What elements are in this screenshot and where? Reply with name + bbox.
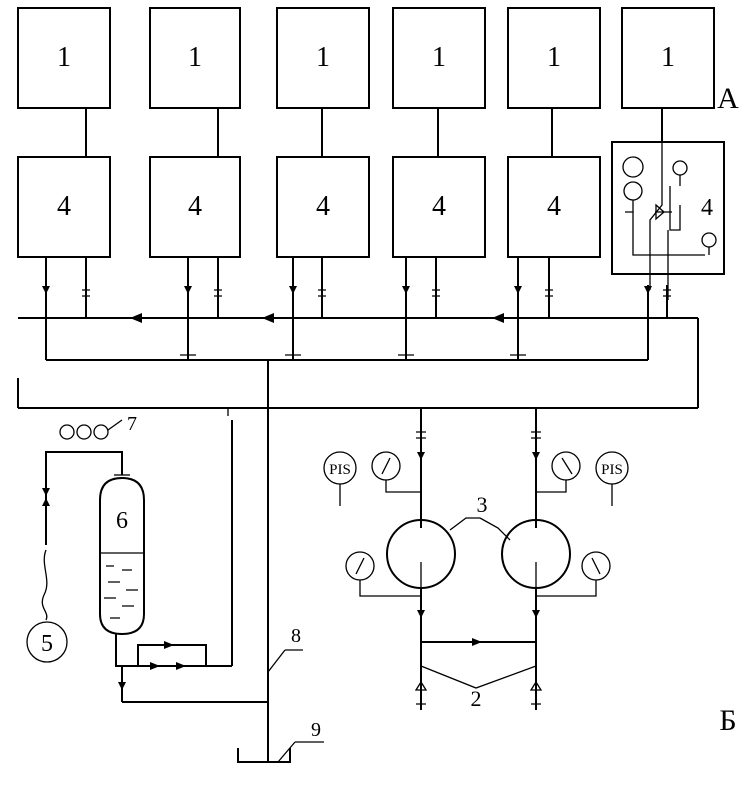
cabinet-box-2 [149, 156, 241, 258]
section-label-b: Б [719, 704, 736, 737]
cabinet-label-detailed: 4 [701, 195, 713, 221]
bottle-label-6: 1 [661, 42, 675, 73]
collector-pipes [17, 258, 699, 416]
gauge-group-label: 7 [127, 413, 137, 435]
bottle-box-1 [17, 7, 111, 109]
cabinet-label-1: 4 [57, 191, 71, 222]
cabinet-label-5: 4 [547, 191, 561, 222]
cabinet-label-3: 4 [316, 191, 330, 222]
bottle-label-3: 1 [316, 42, 330, 73]
check-valve-icon [655, 203, 665, 221]
cabinet-label-4: 4 [432, 191, 446, 222]
cabinet-label-2: 4 [188, 191, 202, 222]
cabinet-box-4 [392, 156, 486, 258]
compressor-section: 3 PIS PIS 2 [323, 408, 629, 711]
bottle-cabinet-connectors [85, 108, 663, 157]
cabinet-box-5 [507, 156, 601, 258]
section-label-a: А [717, 82, 739, 115]
drain-line-label: 8 [291, 625, 301, 647]
compressor-label: 3 [477, 492, 488, 517]
bottle-box-5 [507, 7, 601, 109]
cabinet-box-3 [276, 156, 370, 258]
vessel-label: 6 [116, 508, 128, 534]
sump-label: 9 [311, 719, 321, 741]
bottle-label-5: 1 [547, 42, 561, 73]
pis-left-label: PIS [329, 462, 351, 478]
tank-5-icon [26, 621, 68, 663]
bottle-box-4 [392, 7, 486, 109]
pressure-gauge-right-top-icon [551, 451, 581, 481]
vessel-6 [99, 476, 145, 636]
gauge-7b-icon [76, 424, 92, 440]
bottle-label-2: 1 [188, 42, 202, 73]
regulator-gauge-icon [622, 156, 644, 178]
bottle-row: 1 1 1 1 1 1 [17, 7, 715, 109]
bottle-label-4: 1 [432, 42, 446, 73]
tank-label: 5 [41, 631, 53, 657]
bottle-box-2 [149, 7, 241, 109]
bottle-box-6 [621, 7, 715, 109]
cabinet-row: 4 4 4 4 4 4 [17, 141, 725, 275]
bottle-box-3 [276, 7, 370, 109]
bottle-label-1: 1 [57, 42, 71, 73]
left-equipment: 7 5 6 [26, 413, 207, 702]
pump-label: 2 [471, 686, 482, 711]
drain-system: 8 9 [122, 360, 324, 763]
pis-right-label: PIS [601, 462, 623, 478]
cabinet-box-1 [17, 156, 111, 258]
gauge-7c-icon [93, 424, 109, 440]
gauge-7a-icon [59, 424, 75, 440]
